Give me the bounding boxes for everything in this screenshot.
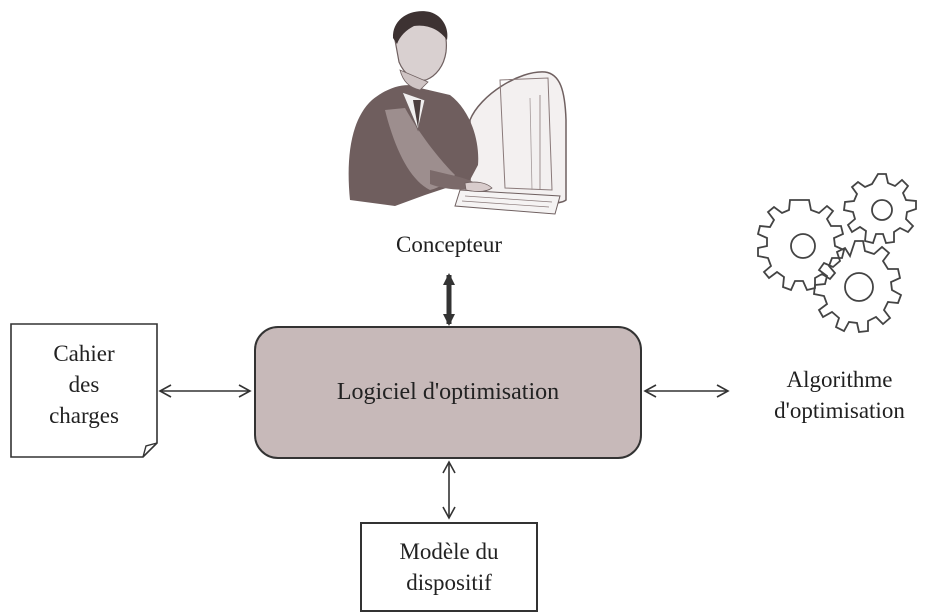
spec-document-label: Cahier des charges <box>11 338 157 431</box>
designer-label: Concepteur <box>395 232 502 257</box>
device-model-label: Modèle du dispositif <box>360 536 538 598</box>
device-model-line-2: dispositif <box>406 570 492 595</box>
gears-icon <box>756 173 917 333</box>
spec-line-1: Cahier <box>53 341 115 366</box>
algorithm-line-2: d'optimisation <box>774 398 905 423</box>
optimisation-software-label: Logiciel d'optimisation <box>336 379 560 405</box>
spec-line-3: charges <box>49 403 119 428</box>
device-model-box <box>360 522 538 612</box>
spec-line-2: des <box>68 372 100 397</box>
algorithm-line-1: Algorithme <box>786 367 893 392</box>
document-icon <box>10 323 158 458</box>
optimisation-software-box: Logiciel d'optimisation <box>254 326 642 459</box>
person-at-computer-icon <box>348 11 567 215</box>
algorithm-label: Algorithme d'optimisation <box>750 364 929 426</box>
device-model-line-1: Modèle du <box>399 539 499 564</box>
